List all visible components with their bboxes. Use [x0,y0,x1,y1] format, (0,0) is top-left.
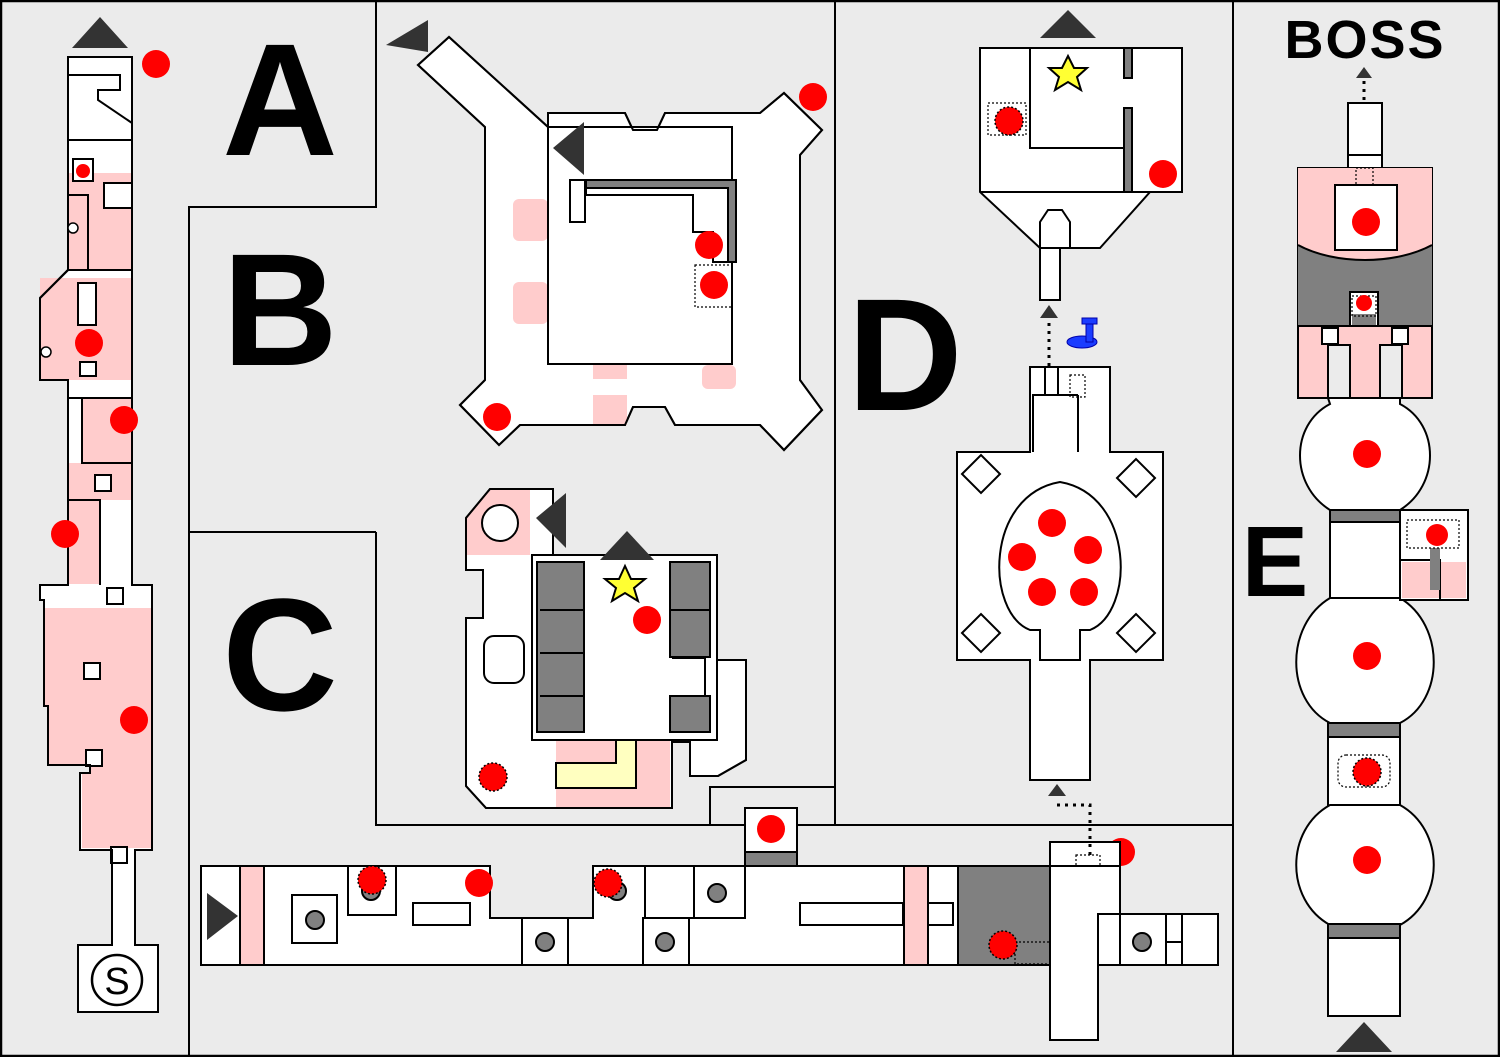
zone-d-top-room [979,47,1183,301]
enemies-corridor [357,815,1018,960]
zone-dividers [188,1,1234,1056]
enemies-zone-e [1352,208,1448,874]
star-icon[interactable] [602,563,648,604]
start-marker: S [104,961,129,1003]
start-point[interactable]: S [90,953,144,1007]
exit-arrow-b-inner[interactable] [553,122,584,175]
zone-label-e: E [1242,506,1309,618]
boss-label: BOSS [1284,10,1445,70]
exit-arrow-c-up[interactable] [600,531,654,560]
exit-arrow-corridor-left[interactable] [207,893,238,940]
zone-label-a: A [222,10,338,189]
zone-label-b: B [222,220,338,399]
exit-arrow-e-bottom[interactable] [1336,1022,1392,1052]
zone-d-main-room [956,366,1164,781]
zone-label-c: C [222,565,338,744]
bottom-corridor [200,807,1219,1041]
key-item-icon[interactable] [1066,317,1098,349]
exit-arrow-d-up[interactable] [1040,10,1096,38]
enemies-zone-a [51,50,170,734]
exit-arrow-up-a[interactable] [72,17,128,48]
exit-arrow-c-side[interactable] [536,493,566,548]
zone-label-d: D [847,265,963,444]
enemies-zone-b [483,83,827,431]
enemies-zone-c [478,606,661,792]
star-icon-d[interactable] [1046,53,1090,93]
zone-a-corridor [39,56,159,1013]
path-corridor-to-d [1057,803,1092,855]
exit-arrow-b-topleft[interactable] [386,20,428,52]
